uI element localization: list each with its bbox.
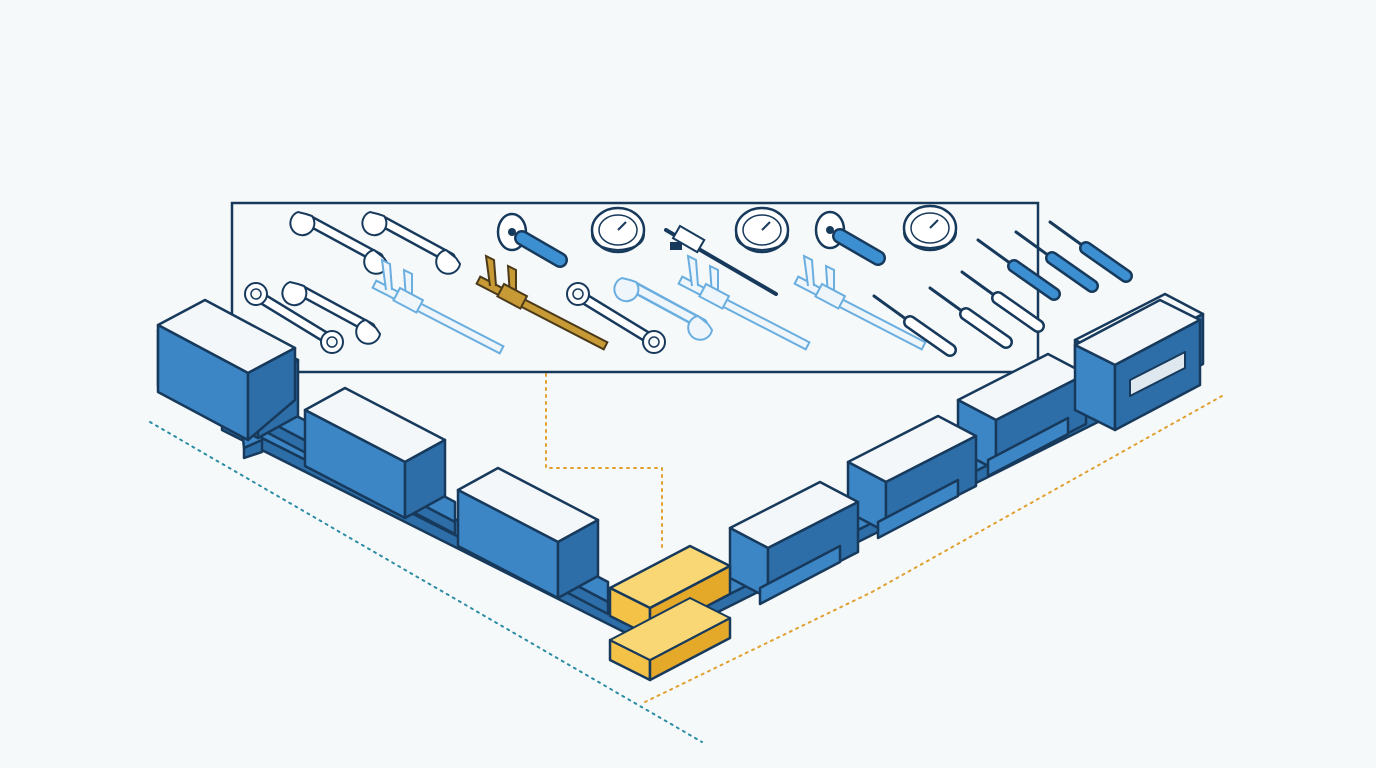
screwdriver-icon bbox=[960, 270, 1045, 333]
dial-gauge-icon bbox=[590, 206, 646, 254]
pressure-gauge-icon bbox=[814, 210, 886, 266]
caliper-icon bbox=[793, 254, 927, 351]
dial-gauge-icon bbox=[734, 206, 790, 254]
chain-link bbox=[728, 480, 860, 606]
tool-panel bbox=[230, 201, 1133, 374]
wrench-icon bbox=[361, 210, 462, 275]
screwdriver-icon bbox=[1014, 230, 1099, 293]
chain-link bbox=[303, 386, 457, 536]
wrench-icon bbox=[613, 276, 714, 341]
guide-lines bbox=[149, 317, 1223, 743]
orange-guide-line bbox=[644, 591, 873, 703]
screwdriver-icon bbox=[1048, 220, 1133, 283]
chain-end-link bbox=[156, 298, 297, 442]
ring-spanner-icon bbox=[244, 282, 344, 354]
caliper-icon bbox=[371, 258, 505, 355]
chain-link bbox=[456, 466, 610, 616]
pressure-gauge-icon bbox=[496, 212, 568, 268]
ring-spanner-icon bbox=[566, 282, 666, 354]
torque-tool-icon bbox=[664, 224, 778, 296]
caliper-icon bbox=[677, 254, 811, 351]
teal-guide-line bbox=[149, 421, 703, 743]
chain-link bbox=[846, 414, 978, 540]
screwdriver-icon bbox=[976, 238, 1061, 301]
chain-end-link bbox=[1073, 298, 1202, 432]
weak-link-gold bbox=[608, 544, 732, 682]
chain-link bbox=[956, 352, 1088, 478]
screwdriver-icon bbox=[872, 294, 957, 357]
dial-gauge-icon bbox=[902, 204, 958, 252]
chain bbox=[156, 292, 1205, 682]
caliper-icon bbox=[475, 254, 609, 351]
screwdriver-icon bbox=[928, 286, 1013, 349]
wrench-icon bbox=[281, 280, 382, 345]
